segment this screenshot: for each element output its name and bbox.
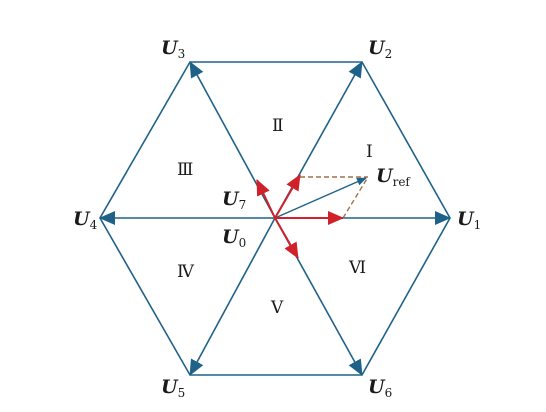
label-u7: U7 [222, 188, 246, 212]
sector-label-2: Ⅱ [272, 116, 284, 136]
vector-u5-arrow [189, 217, 276, 376]
sector-label-3: Ⅲ [177, 160, 193, 180]
label-u1: U1 [457, 208, 481, 232]
label-u5: U5 [161, 376, 185, 400]
sector-label-4: Ⅳ [177, 262, 195, 282]
sector-label-1: I [366, 142, 373, 162]
sector-label-5: V [270, 298, 284, 318]
vector-uref-arrow [274, 177, 367, 219]
label-uref: Uref [376, 165, 411, 189]
red-component-u2-direction [274, 174, 301, 219]
label-u2: U2 [368, 37, 392, 61]
label-u6: U6 [368, 376, 392, 400]
label-u0: U0 [222, 226, 246, 250]
red-component-u6-direction [274, 217, 299, 259]
sector-label-6: Ⅵ [348, 258, 366, 278]
label-u4: U4 [73, 208, 98, 232]
red-component-u3-direction [256, 179, 276, 219]
label-u3: U3 [161, 37, 185, 61]
